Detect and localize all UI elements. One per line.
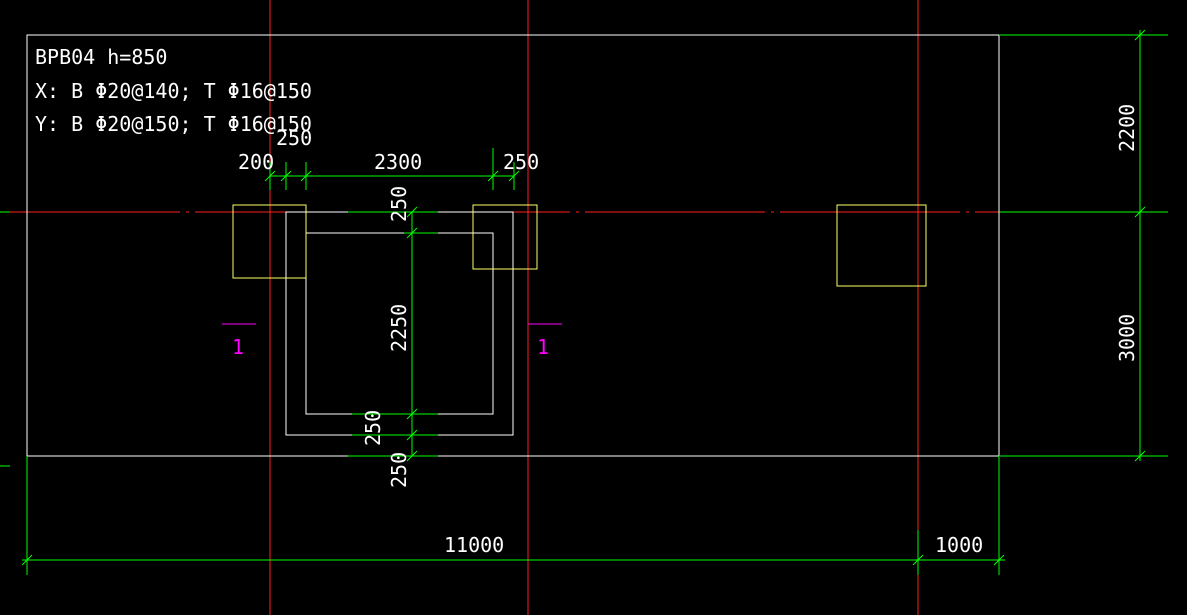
y-rebar-note: Y: B Φ20@150; T Φ16@150 xyxy=(35,112,312,136)
dim-text-2300: 2300 xyxy=(374,150,422,174)
dim-text-250-vert-mid: 250 xyxy=(361,410,385,446)
dimension-lines xyxy=(0,29,1168,575)
section-mark-left-label: 1 xyxy=(232,335,244,359)
dimension-texts: 200 250 2300 250 250 2250 250 250 2200 3… xyxy=(238,104,1139,557)
dim-text-3000: 3000 xyxy=(1115,314,1139,362)
x-rebar-note: X: B Φ20@140; T Φ16@150 xyxy=(35,79,312,103)
column-right xyxy=(836,204,927,287)
slab-title-note: BPB04 h=850 xyxy=(35,45,167,69)
dim-text-250-top-right: 250 xyxy=(503,150,539,174)
section-mark-right-label: 1 xyxy=(537,335,549,359)
dim-text-2250: 2250 xyxy=(387,304,411,352)
dim-text-250-vert-bottom: 250 xyxy=(387,452,411,488)
dim-text-11000: 11000 xyxy=(444,533,504,557)
column-left xyxy=(232,204,307,279)
dim-text-250-top-left: 250 xyxy=(276,126,312,150)
columns xyxy=(232,204,927,287)
dim-text-1000: 1000 xyxy=(935,533,983,557)
dim-text-200: 200 xyxy=(238,150,274,174)
slab-outline xyxy=(26,34,1000,457)
column-middle xyxy=(472,204,538,270)
dim-text-250-vert-top: 250 xyxy=(387,186,411,222)
dim-text-2200: 2200 xyxy=(1115,104,1139,152)
